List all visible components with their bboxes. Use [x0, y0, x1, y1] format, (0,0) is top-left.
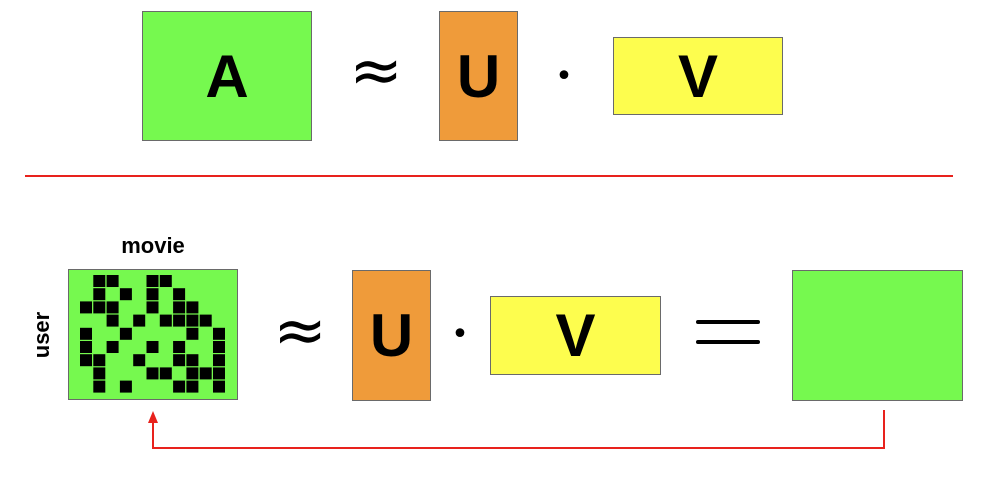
- rating-matrix: [68, 269, 238, 400]
- matrix-cell: [213, 380, 225, 393]
- rating-matrix-cells: [80, 275, 225, 393]
- matrix-cell: [80, 327, 92, 340]
- feedback-arrow-path: [152, 410, 885, 449]
- matrix-cell: [186, 354, 199, 367]
- matrix-cell: [186, 380, 199, 393]
- matrix-u-label-bottom: U: [369, 302, 414, 369]
- matrix-cell: [93, 275, 106, 287]
- matrix-u-box-bottom: U: [352, 270, 431, 401]
- matrix-cell: [199, 314, 212, 327]
- matrix-cell: [93, 301, 106, 314]
- approx-symbol-bottom: ≈: [273, 294, 327, 368]
- dot-operator-bottom: •: [451, 317, 469, 352]
- matrix-cell: [159, 314, 172, 327]
- matrix-cell: [106, 301, 119, 314]
- matrix-cell: [93, 367, 106, 380]
- matrix-a-label: A: [205, 42, 249, 110]
- matrix-cell: [146, 301, 159, 314]
- matrix-cell: [146, 275, 159, 287]
- matrix-cell: [213, 354, 225, 367]
- matrix-cell: [146, 288, 159, 301]
- matrix-a-box: A: [142, 11, 312, 141]
- matrix-cell: [173, 288, 186, 301]
- matrix-cell: [93, 288, 106, 301]
- equals-symbol: [696, 320, 760, 344]
- matrix-cell: [133, 354, 146, 367]
- dot-operator-top: •: [555, 59, 573, 94]
- divider-line: [25, 175, 953, 177]
- matrix-cell: [146, 341, 159, 353]
- matrix-cell: [186, 314, 199, 327]
- matrix-cell: [186, 301, 199, 314]
- matrix-cell: [159, 275, 172, 287]
- matrix-cell: [173, 341, 186, 353]
- movie-axis-label: movie: [121, 233, 185, 258]
- approx-symbol-top: ≈: [349, 34, 403, 108]
- matrix-cell: [119, 327, 132, 340]
- matrix-v-box-bottom: V: [490, 296, 661, 375]
- matrix-cell: [80, 354, 92, 367]
- matrix-cell: [213, 367, 225, 380]
- matrix-cell: [173, 301, 186, 314]
- matrix-cell: [106, 341, 119, 353]
- matrix-v-box-top: V: [613, 37, 783, 115]
- matrix-cell: [146, 367, 159, 380]
- matrix-cell: [199, 367, 212, 380]
- result-matrix-box: [792, 270, 963, 401]
- matrix-cell: [106, 275, 119, 287]
- matrix-cell: [93, 354, 106, 367]
- matrix-u-label-top: U: [456, 42, 501, 110]
- matrix-cell: [186, 367, 199, 380]
- matrix-v-label-bottom: V: [555, 302, 596, 369]
- matrix-cell: [80, 301, 92, 314]
- matrix-cell: [173, 380, 186, 393]
- matrix-cell: [173, 354, 186, 367]
- matrix-cell: [159, 367, 172, 380]
- matrix-cell: [119, 380, 132, 393]
- matrix-cell: [93, 380, 106, 393]
- matrix-cell: [106, 314, 119, 327]
- matrix-cell: [119, 288, 132, 301]
- matrix-cell: [213, 327, 225, 340]
- matrix-cell: [133, 314, 146, 327]
- matrix-cell: [173, 314, 186, 327]
- matrix-cell: [80, 341, 92, 353]
- matrix-cell: [186, 327, 199, 340]
- matrix-v-label-top: V: [677, 42, 719, 110]
- matrix-u-box-top: U: [439, 11, 518, 141]
- feedback-arrowhead: [148, 411, 158, 423]
- matrix-cell: [213, 341, 225, 353]
